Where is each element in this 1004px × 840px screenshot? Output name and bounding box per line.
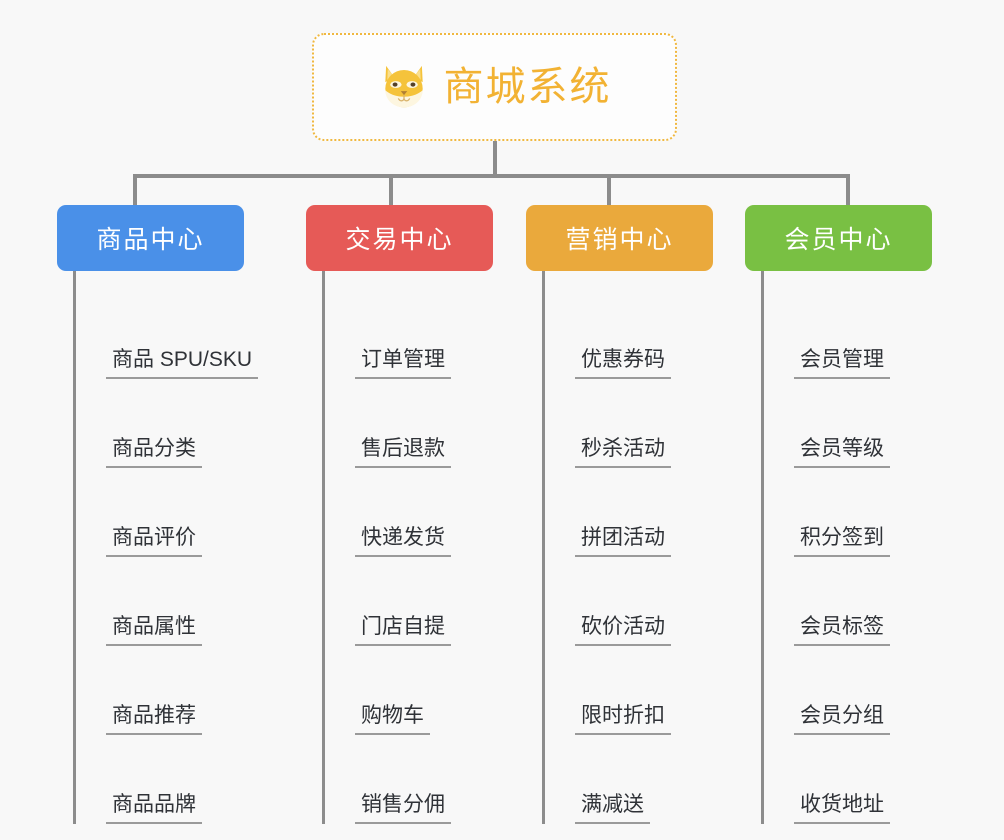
root-stem-connector <box>493 141 497 176</box>
shiba-dog-face-icon <box>378 61 430 113</box>
leaf-label: 满减送 <box>575 792 650 824</box>
branch-drop-connector-0 <box>133 174 137 207</box>
leaf-item[interactable]: 门店自提 <box>325 557 493 646</box>
branch-rail-1: 订单管理 售后退款 快递发货 门店自提 购物车 销售分佣 <box>322 271 493 824</box>
leaf-label: 快递发货 <box>355 525 451 557</box>
leaf-label: 会员管理 <box>794 347 890 379</box>
branch-header-label-2: 营销中心 <box>565 226 674 254</box>
leaf-item[interactable]: 会员分组 <box>764 646 932 735</box>
leaf-item[interactable]: 商品属性 <box>76 557 244 646</box>
branch-header-3[interactable]: 会员中心 <box>745 205 932 271</box>
leaf-label: 秒杀活动 <box>575 436 671 468</box>
leaf-item[interactable]: 商品品牌 <box>76 735 244 824</box>
leaf-label: 砍价活动 <box>575 614 671 646</box>
leaf-item[interactable]: 商品评价 <box>76 468 244 557</box>
leaf-item[interactable]: 商品分类 <box>76 379 244 468</box>
leaf-item[interactable]: 销售分佣 <box>325 735 493 824</box>
leaf-item[interactable]: 优惠券码 <box>545 290 713 379</box>
branch-column-3: 会员中心 会员管理 会员等级 积分签到 会员标签 会员分组 收货地址 <box>745 205 932 824</box>
leaf-label: 商品评价 <box>106 525 202 557</box>
leaf-label: 商品 SPU/SKU <box>106 347 259 379</box>
leaf-item[interactable]: 商品 SPU/SKU <box>76 290 259 379</box>
branch-drop-connector-1 <box>389 174 393 207</box>
leaf-item[interactable]: 售后退款 <box>325 379 493 468</box>
leaf-item[interactable]: 收货地址 <box>764 735 932 824</box>
leaf-label: 商品品牌 <box>106 792 202 824</box>
leaf-item[interactable]: 会员标签 <box>764 557 932 646</box>
leaf-label: 限时折扣 <box>575 703 671 735</box>
branch-column-0: 商品中心 商品 SPU/SKU 商品分类 商品评价 商品属性 商品推荐 商品品牌 <box>57 205 259 824</box>
leaf-item[interactable]: 订单管理 <box>325 290 493 379</box>
branch-header-0[interactable]: 商品中心 <box>57 205 244 271</box>
branch-column-1: 交易中心 订单管理 售后退款 快递发货 门店自提 购物车 销售分佣 <box>306 205 493 824</box>
leaf-label: 会员分组 <box>794 703 890 735</box>
branch-rail-0: 商品 SPU/SKU 商品分类 商品评价 商品属性 商品推荐 商品品牌 <box>73 271 259 824</box>
branch-header-label-0: 商品中心 <box>96 226 205 254</box>
branch-bus-connector <box>133 174 850 178</box>
leaf-item[interactable]: 商品推荐 <box>76 646 244 735</box>
leaf-label: 商品推荐 <box>106 703 202 735</box>
leaf-item[interactable]: 拼团活动 <box>545 468 713 557</box>
leaf-label: 商品分类 <box>106 436 202 468</box>
leaf-label: 会员标签 <box>794 614 890 646</box>
leaf-label: 拼团活动 <box>575 525 671 557</box>
branch-header-2[interactable]: 营销中心 <box>526 205 713 271</box>
branch-column-2: 营销中心 优惠券码 秒杀活动 拼团活动 砍价活动 限时折扣 满减送 <box>526 205 713 824</box>
branch-drop-connector-2 <box>607 174 611 207</box>
leaf-label: 收货地址 <box>794 792 890 824</box>
branch-rail-2: 优惠券码 秒杀活动 拼团活动 砍价活动 限时折扣 满减送 <box>542 271 713 824</box>
branch-header-label-3: 会员中心 <box>784 226 893 254</box>
leaf-label: 会员等级 <box>794 436 890 468</box>
leaf-item[interactable]: 会员等级 <box>764 379 932 468</box>
root-title: 商城系统 <box>443 65 612 109</box>
branch-drop-connector-3 <box>846 174 850 207</box>
leaf-item[interactable]: 秒杀活动 <box>545 379 713 468</box>
branch-header-1[interactable]: 交易中心 <box>306 205 493 271</box>
leaf-item[interactable]: 购物车 <box>325 646 493 735</box>
leaf-label: 商品属性 <box>106 614 202 646</box>
leaf-item[interactable]: 限时折扣 <box>545 646 713 735</box>
leaf-label: 售后退款 <box>355 436 451 468</box>
leaf-label: 购物车 <box>355 703 430 735</box>
leaf-item[interactable]: 满减送 <box>545 735 713 824</box>
root-node[interactable]: 商城系统 <box>312 33 677 141</box>
leaf-label: 门店自提 <box>355 614 451 646</box>
leaf-label: 积分签到 <box>794 525 890 557</box>
leaf-item[interactable]: 砍价活动 <box>545 557 713 646</box>
branch-header-label-1: 交易中心 <box>345 226 454 254</box>
leaf-label: 销售分佣 <box>355 792 451 824</box>
leaf-item[interactable]: 快递发货 <box>325 468 493 557</box>
leaf-item[interactable]: 会员管理 <box>764 290 932 379</box>
root-node-content: 商城系统 <box>378 61 612 113</box>
leaf-label: 订单管理 <box>355 347 451 379</box>
branch-rail-3: 会员管理 会员等级 积分签到 会员标签 会员分组 收货地址 <box>761 271 932 824</box>
leaf-label: 优惠券码 <box>575 347 671 379</box>
leaf-item[interactable]: 积分签到 <box>764 468 932 557</box>
